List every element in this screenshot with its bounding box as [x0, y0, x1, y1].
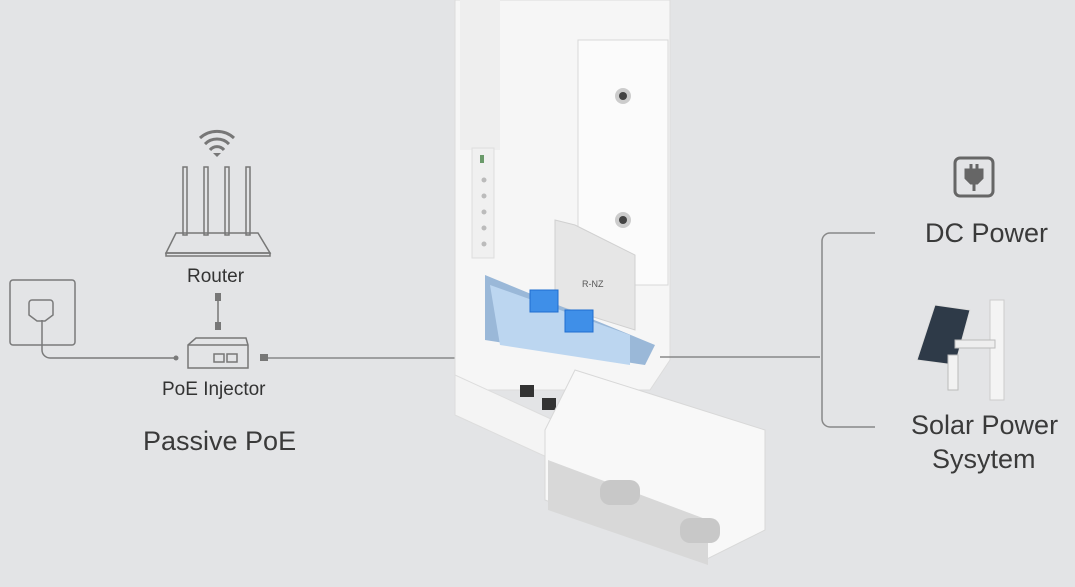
outdoor-access-point-image — [454, 0, 766, 565]
poe-injector-icon — [187, 337, 249, 369]
dc-power-plug-icon — [953, 156, 995, 198]
router-label: Router — [187, 266, 245, 287]
solar-power-label-line2: Sysytem — [932, 444, 1036, 474]
solar-panel-icon — [916, 299, 1005, 401]
wifi-icon — [198, 129, 236, 152]
device-label-mark: R-NZ — [582, 279, 604, 289]
solar-power-label-line1: Solar Power — [911, 410, 1059, 440]
router-cable — [215, 293, 221, 330]
passive-poe-title: Passive PoE — [143, 426, 297, 456]
router-icon — [164, 166, 272, 257]
poe-injector-label: PoE Injector — [162, 379, 266, 400]
wall-outlet-icon — [9, 279, 175, 359]
bracket-line — [821, 232, 875, 428]
dc-power-label: DC Power — [925, 218, 1049, 248]
